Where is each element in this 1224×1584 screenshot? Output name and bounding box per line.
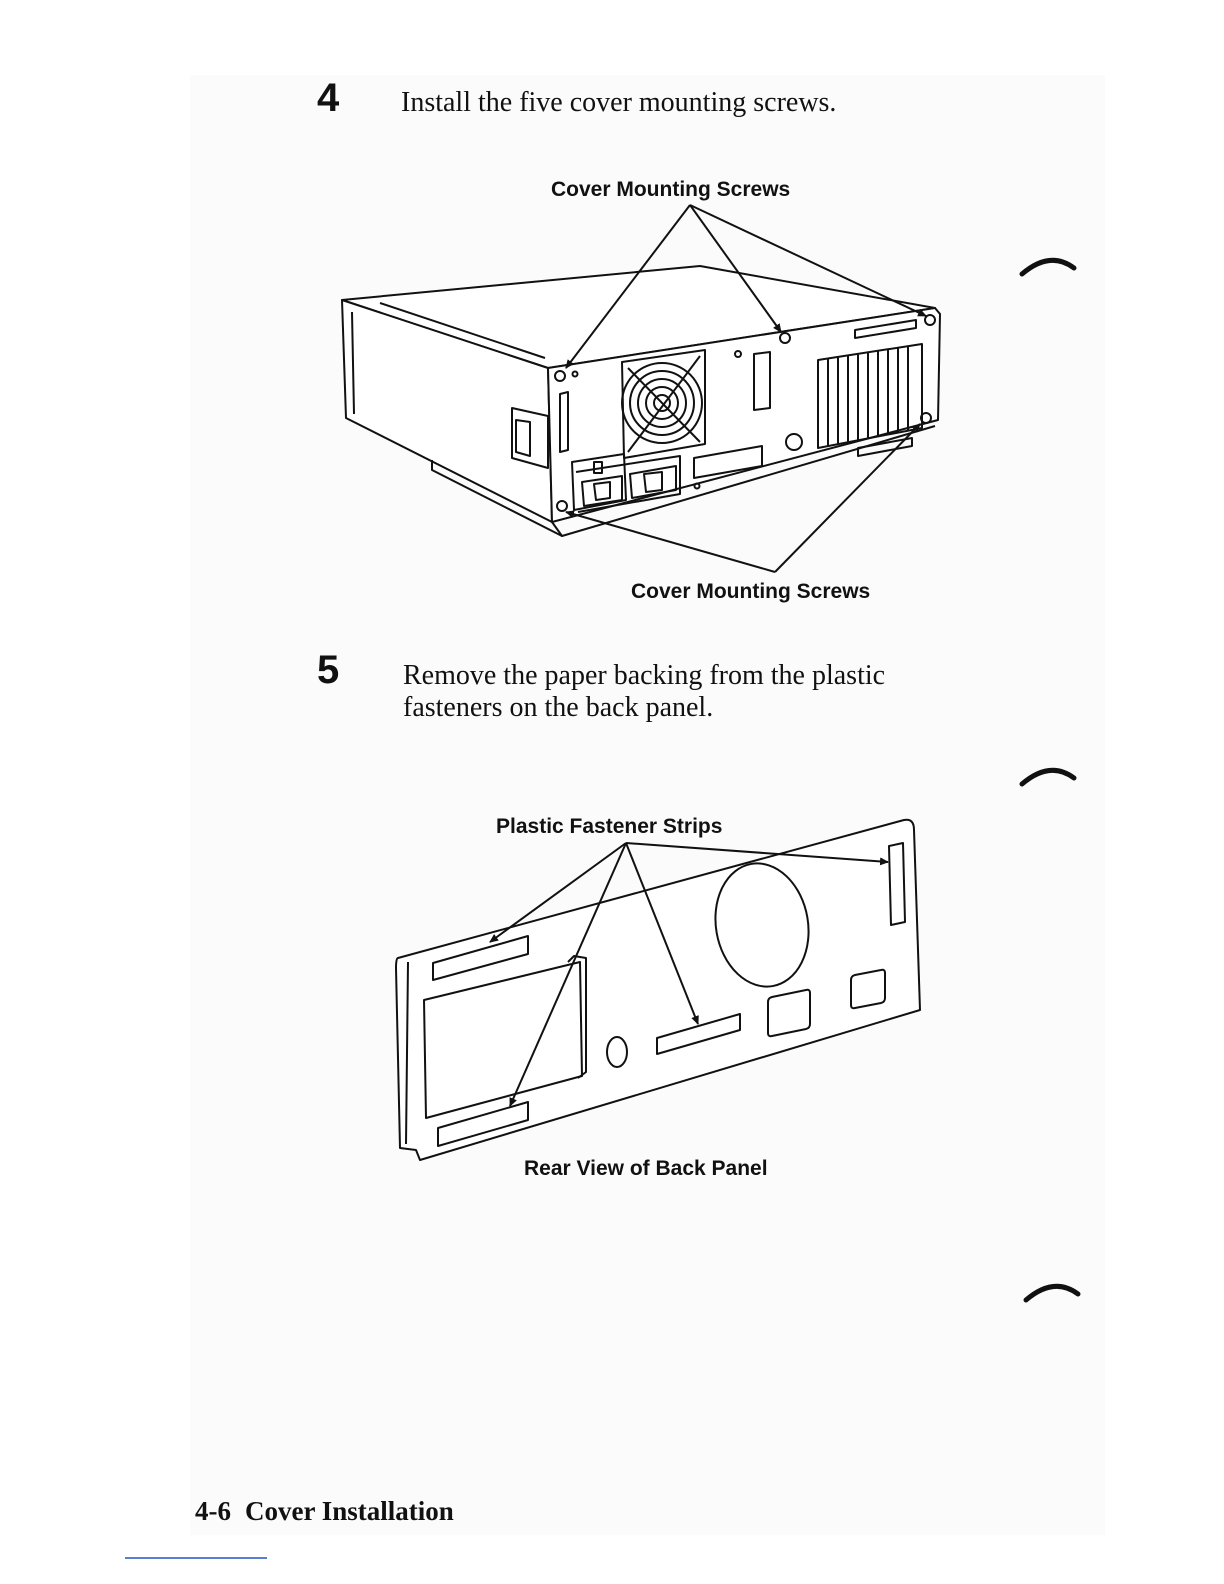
tab-mark-arc — [1020, 250, 1080, 280]
tab-mark-arc — [1020, 760, 1080, 790]
page-number: 4-6 — [195, 1496, 231, 1526]
section-title: Cover Installation — [245, 1496, 454, 1526]
rear-view-caption: Rear View of Back Panel — [524, 1157, 768, 1181]
footer-rule — [125, 1557, 267, 1559]
page-footer: 4-6 Cover Installation — [195, 1495, 454, 1527]
back-panel-illustration — [0, 0, 1224, 1200]
tab-mark-arc — [1024, 1276, 1084, 1306]
